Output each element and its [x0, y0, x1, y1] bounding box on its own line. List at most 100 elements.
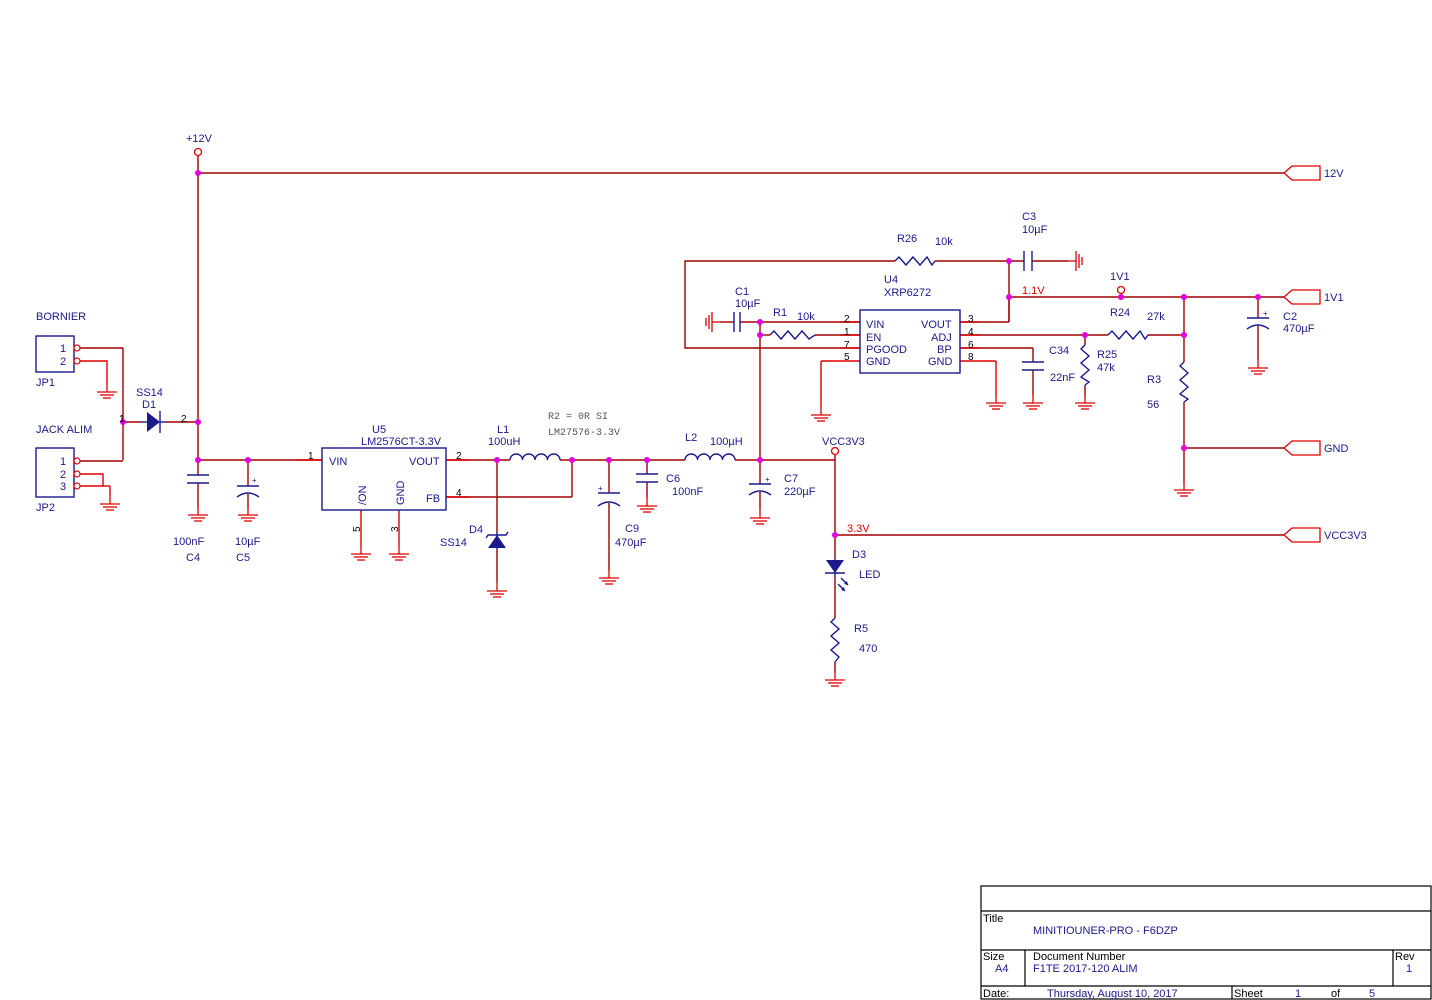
- jp2-pin-3: 3: [60, 481, 66, 493]
- c4-ref: C4: [186, 552, 200, 564]
- of-label: of: [1331, 988, 1341, 1000]
- c34-value: 22nF: [1050, 372, 1075, 384]
- u4-part: XRP6272: [884, 287, 931, 299]
- l2-ref: L2: [685, 432, 697, 444]
- power-symbol-1v1: 1V1: [1110, 271, 1130, 295]
- u5-pin-vin: VIN: [329, 456, 347, 468]
- jp1-pin-1: 1: [60, 343, 66, 355]
- port-label-1v1: 1V1: [1324, 292, 1344, 304]
- u5-ref: U5: [372, 424, 386, 436]
- power-label-1v1: 1V1: [1110, 271, 1130, 283]
- jp2-ref: JP2: [36, 502, 55, 514]
- u4-num-2: 2: [844, 314, 850, 325]
- d4-value: SS14: [440, 537, 467, 549]
- r5-ref: R5: [854, 623, 868, 635]
- r3-ref: R3: [1147, 374, 1161, 386]
- led-d3: D3 LED: [825, 549, 880, 592]
- title-block: Title MINITIOUNER-PRO - F6DZP Size A4 Do…: [980, 885, 1432, 1000]
- c2-ref: C2: [1283, 311, 1297, 323]
- u4-pin-gnd-right: GND: [928, 356, 953, 368]
- ic-u5: U5 LM2576CT-3.3V VIN VOUT FB /ON GND 1 2…: [308, 424, 462, 532]
- net-label-3v3: 3.3V: [847, 523, 870, 535]
- l1-ref: L1: [497, 424, 509, 436]
- r26-ref: R26: [897, 233, 917, 245]
- u5-num-on: 5: [352, 526, 363, 532]
- c6-value: 100nF: [672, 486, 703, 498]
- resistor-r26: R26 10k: [894, 233, 953, 267]
- note-line-1: R2 = 0R SI: [548, 412, 608, 423]
- u5-pin-gnd: GND: [395, 481, 407, 506]
- c1-ref: C1: [735, 286, 749, 298]
- diode-d4: D4 SS14: [440, 524, 509, 550]
- u4-num-7: 7: [844, 340, 850, 351]
- c7-value: 220µF: [784, 486, 816, 498]
- sheet-label: Sheet: [1234, 988, 1263, 1000]
- u5-num-vin: 1: [308, 451, 314, 462]
- wires: [80, 156, 1290, 672]
- r5-value: 470: [859, 643, 877, 655]
- docnum-label: Document Number: [1033, 951, 1126, 963]
- jp1-title: BORNIER: [36, 311, 86, 323]
- resistor-r3: R3 56: [1147, 361, 1190, 411]
- jp2-pin-1: 1: [60, 456, 66, 468]
- power-label-12v: +12V: [186, 133, 213, 145]
- diode-d1: SS14 D1 1 2: [119, 387, 187, 433]
- svg-text:+: +: [1263, 309, 1268, 318]
- u4-num-6: 6: [968, 340, 974, 351]
- u4-num-8: 8: [968, 352, 974, 363]
- u4-num-5: 5: [844, 352, 850, 363]
- u5-num-gnd: 3: [390, 526, 401, 532]
- jp1-ref: JP1: [36, 377, 55, 389]
- l1-value: 100uH: [488, 436, 520, 448]
- u4-pin-bp: BP: [937, 344, 952, 356]
- port-12v: 12V: [1283, 165, 1344, 181]
- r1-ref: R1: [773, 307, 787, 319]
- c3-ref: C3: [1022, 211, 1036, 223]
- svg-text:+: +: [765, 475, 770, 484]
- d1-value: SS14: [136, 387, 163, 399]
- resistor-r25: R25 47k: [1079, 344, 1117, 386]
- size-value: A4: [995, 963, 1008, 975]
- note-line-2: LM27576-3.3V: [548, 428, 620, 439]
- svg-text:+: +: [598, 484, 603, 493]
- ground-symbols: [96, 250, 1269, 687]
- port-gnd: GND: [1283, 440, 1349, 456]
- capacitor-c6: C6 100nF: [636, 473, 703, 498]
- net-label-1v1: 1.1V: [1022, 285, 1045, 297]
- d1-ref: D1: [142, 399, 156, 411]
- capacitor-c5: + C5 10µF: [235, 476, 261, 564]
- power-symbol-12v: +12V: [186, 133, 213, 157]
- title-label: Title: [983, 913, 1003, 925]
- capacitor-c3: C3 10µF: [1022, 211, 1048, 271]
- u4-pin-en: EN: [866, 332, 881, 344]
- port-1v1: 1V1: [1283, 289, 1344, 305]
- capacitor-c34: C34 22nF: [1022, 345, 1075, 384]
- capacitor-c9: + C9 470µF: [597, 484, 647, 549]
- jp2-pin-2: 2: [60, 469, 66, 481]
- r25-value: 47k: [1097, 362, 1115, 374]
- resistor-r1: R1 10k: [769, 307, 816, 341]
- c3-value: 10µF: [1022, 224, 1048, 236]
- d4-ref: D4: [469, 524, 483, 536]
- u5-pin-on: /ON: [357, 485, 369, 505]
- capacitor-c2: + C2 470µF: [1246, 309, 1315, 335]
- power-label-vcc3v3: VCC3V3: [822, 436, 865, 448]
- ic-u4: U4 XRP6272 VIN EN PGOOD GND VOUT ADJ BP …: [844, 274, 974, 374]
- u4-num-4: 4: [968, 327, 974, 338]
- u5-pin-fb: FB: [426, 493, 440, 505]
- u5-num-fb: 4: [456, 488, 462, 499]
- u4-pin-pgood: PGOOD: [866, 344, 907, 356]
- connector-jp2: JACK ALIM 1 2 3 JP2: [35, 424, 92, 514]
- u5-num-vout: 2: [456, 451, 462, 462]
- jp1-pin-2: 2: [60, 356, 66, 368]
- u4-pin-gnd-left: GND: [866, 356, 891, 368]
- c2-value: 470µF: [1283, 323, 1315, 335]
- c5-ref: C5: [236, 552, 250, 564]
- u4-num-3: 3: [968, 314, 974, 325]
- size-label: Size: [983, 951, 1004, 963]
- port-label-12v: 12V: [1324, 168, 1344, 180]
- rev-label: Rev: [1395, 951, 1415, 963]
- svg-text:+: +: [252, 476, 257, 485]
- c7-ref: C7: [784, 473, 798, 485]
- resistor-r24: R24 27k: [1107, 307, 1165, 341]
